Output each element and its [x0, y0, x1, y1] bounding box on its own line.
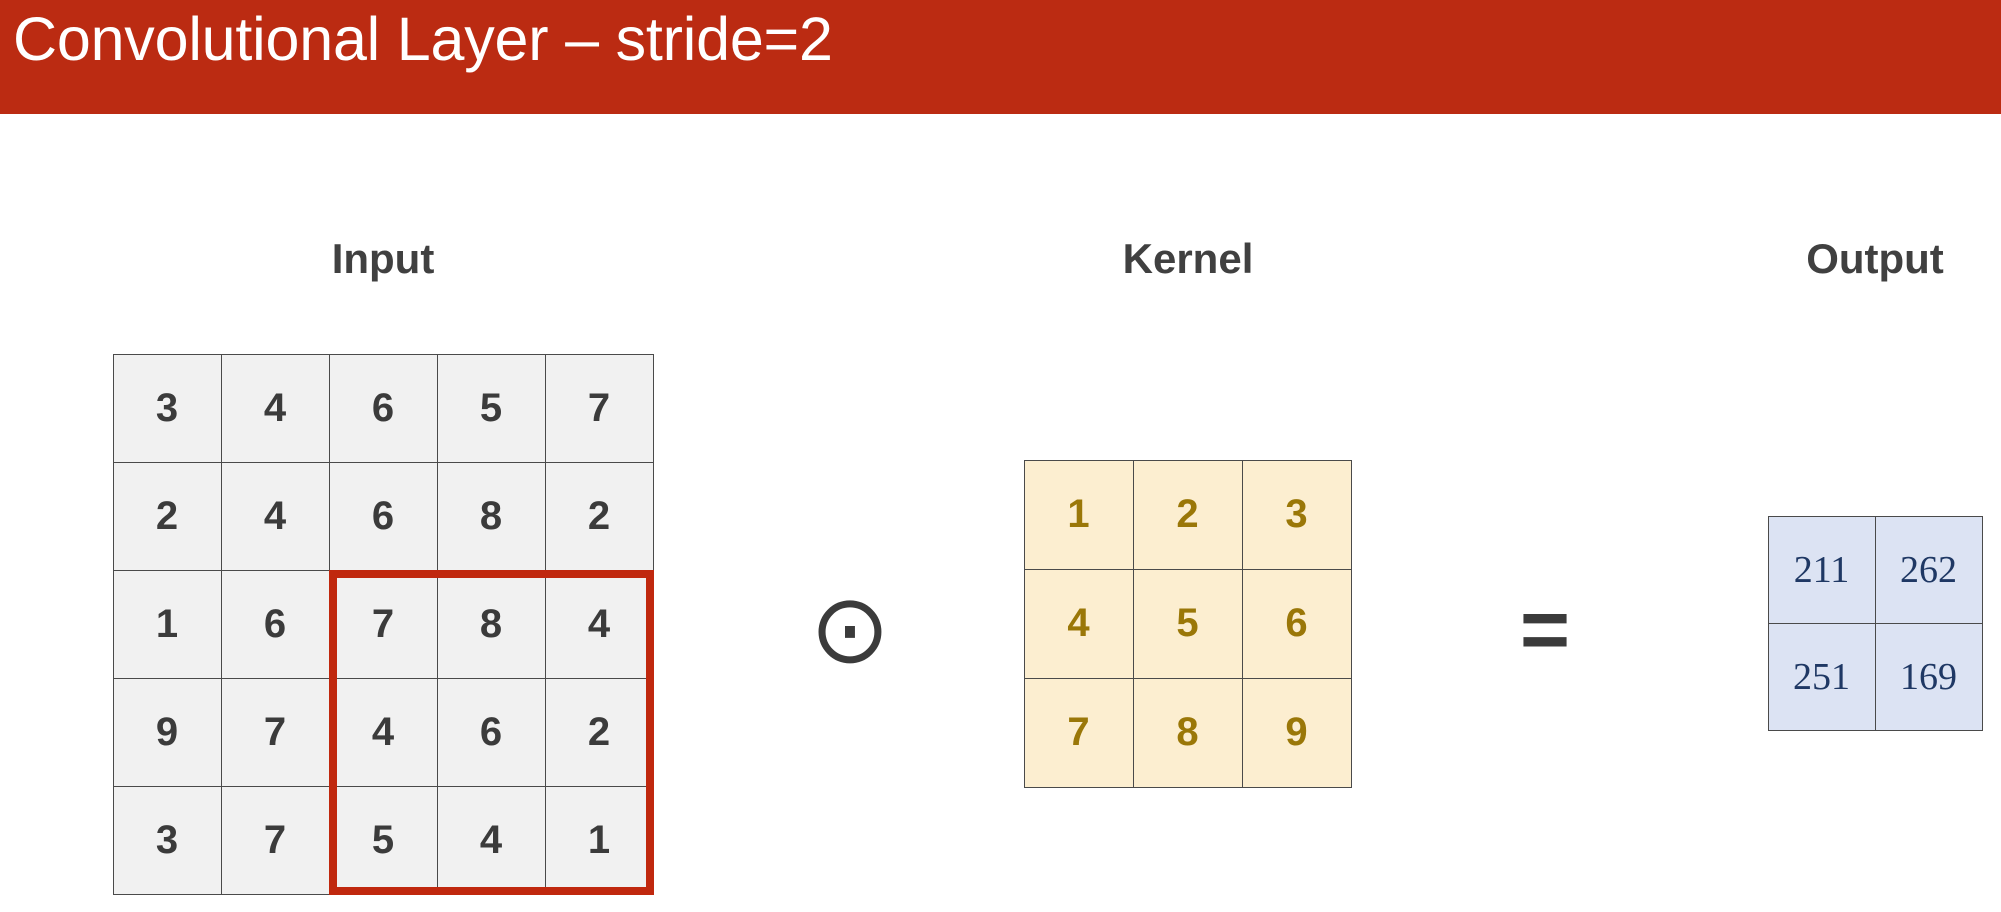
input-cell: 9: [112, 677, 222, 787]
kernel-cell: 1: [1023, 459, 1134, 570]
input-cell: 2: [112, 461, 222, 571]
input-cell: 4: [436, 785, 546, 895]
input-cell: 6: [436, 677, 546, 787]
input-matrix: 3 4 6 5 7 2 4 6 8 2 1 6 7 8 4 9 7 4 6 2 …: [112, 353, 654, 895]
kernel-cell: 6: [1241, 568, 1352, 679]
title-banner: Convolutional Layer – stride=2: [0, 0, 2001, 114]
input-cell: 6: [328, 353, 438, 463]
kernel-cell: 9: [1241, 677, 1352, 788]
output-cell: 211: [1767, 515, 1876, 624]
input-cell: 4: [544, 569, 654, 679]
input-cell: 4: [328, 677, 438, 787]
input-cell: 3: [112, 353, 222, 463]
kernel-cell: 2: [1132, 459, 1243, 570]
input-cell: 2: [544, 461, 654, 571]
input-cell: 4: [220, 461, 330, 571]
kernel-label: Kernel: [1122, 235, 1254, 282]
input-cell: 3: [112, 785, 222, 895]
kernel-cell: 5: [1132, 568, 1243, 679]
input-cell: 8: [436, 569, 546, 679]
output-cell: 251: [1767, 622, 1876, 731]
input-cell: 7: [328, 569, 438, 679]
output-cell: 169: [1874, 622, 1983, 731]
input-cell: 6: [220, 569, 330, 679]
page-title: Convolutional Layer – stride=2: [13, 5, 833, 73]
input-cell: 5: [436, 353, 546, 463]
kernel-cell: 8: [1132, 677, 1243, 788]
output-matrix: 211 262 251 169: [1767, 515, 1983, 731]
input-cell: 8: [436, 461, 546, 571]
kernel-matrix: 1 2 3 4 5 6 7 8 9: [1023, 459, 1352, 788]
output-cell: 262: [1874, 515, 1983, 624]
input-cell: 7: [220, 785, 330, 895]
input-label: Input: [331, 235, 435, 282]
output-label: Output: [1806, 235, 1944, 282]
input-cell: 4: [220, 353, 330, 463]
kernel-cell: 4: [1023, 568, 1134, 679]
input-cell: 7: [220, 677, 330, 787]
circled-dot-icon: ⊙: [809, 576, 891, 683]
kernel-cell: 7: [1023, 677, 1134, 788]
kernel-cell: 3: [1241, 459, 1352, 570]
equals-icon: =: [1519, 582, 1571, 678]
input-cell: 5: [328, 785, 438, 895]
input-cell: 2: [544, 677, 654, 787]
input-cell: 7: [544, 353, 654, 463]
input-cell: 1: [544, 785, 654, 895]
input-cell: 1: [112, 569, 222, 679]
input-cell: 6: [328, 461, 438, 571]
